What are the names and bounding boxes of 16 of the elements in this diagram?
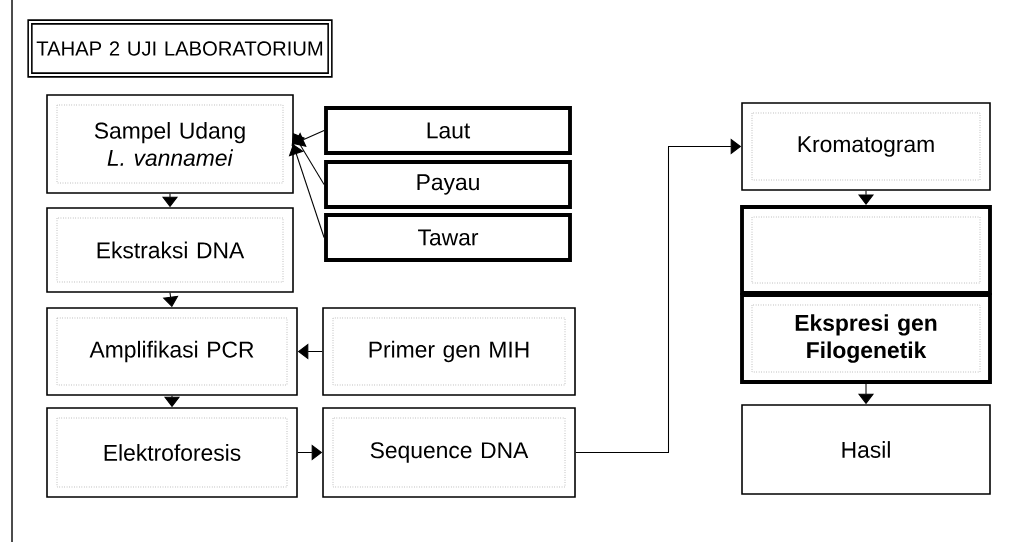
process-box: Tawar xyxy=(324,213,572,262)
empty-box xyxy=(740,205,992,295)
process-box: Hasil xyxy=(741,404,991,495)
arrow xyxy=(288,144,325,239)
process-box: Sampel Udang L. vannamei xyxy=(46,94,294,194)
arrow xyxy=(291,133,325,186)
process-box: Amplifikasi PCR xyxy=(46,307,298,396)
process-box: Sequence DNA xyxy=(322,407,576,498)
process-box: Ekstraksi DNA xyxy=(46,207,294,293)
process-box: Payau xyxy=(324,160,572,209)
process-box: Elektroforesis xyxy=(46,407,298,498)
process-box: Primer gen MIH xyxy=(322,307,576,396)
process-box: Laut xyxy=(324,106,572,155)
process-box: Ekspresi gen Filogenetik xyxy=(740,293,992,384)
process-box: Kromatogram xyxy=(741,102,991,191)
title-box: TAHAP 2 UJI LABORATORIUM xyxy=(27,19,333,78)
